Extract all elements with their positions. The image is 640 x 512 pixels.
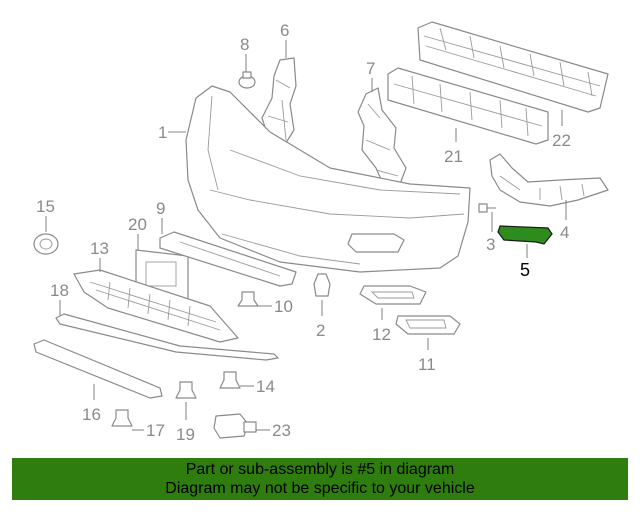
part-15-fog-cover[interactable] (33, 233, 59, 255)
callout-5[interactable]: 5 (520, 260, 530, 280)
callout-12[interactable]: 12 (372, 325, 391, 344)
exploded-parts-diagram: 1 2 3 4 5 6 7 8 9 10 11 12 13 14 15 16 1… (33, 21, 609, 444)
callout-17[interactable]: 17 (146, 421, 165, 440)
callout-4[interactable]: 4 (560, 223, 569, 242)
callout-13[interactable]: 13 (90, 239, 109, 258)
callout-18[interactable]: 18 (50, 281, 69, 300)
callout-leaders (45, 40, 567, 431)
banner-line-disclaimer: Diagram may not be specific to your vehi… (165, 480, 475, 497)
callout-14[interactable]: 14 (256, 377, 275, 396)
callout-10[interactable]: 10 (274, 297, 293, 316)
callout-6[interactable]: 6 (280, 21, 289, 40)
callout-20[interactable]: 20 (128, 215, 147, 234)
part-10-clip[interactable] (237, 291, 259, 307)
part-7-side-bracket[interactable] (357, 87, 407, 187)
part-9-under-cover[interactable] (159, 231, 297, 287)
part-18-lower-molding[interactable] (55, 313, 279, 361)
part-12-bezel[interactable] (359, 285, 427, 305)
part-22-reinforcement-beam[interactable] (417, 21, 609, 113)
callout-8[interactable]: 8 (240, 35, 249, 54)
callout-15[interactable]: 15 (36, 197, 55, 216)
part-21-absorber[interactable] (387, 67, 549, 145)
part-14-clip[interactable] (219, 371, 241, 389)
part-17-clip[interactable] (111, 409, 133, 427)
part-5-highlighted[interactable] (497, 225, 553, 245)
callout-22[interactable]: 22 (552, 131, 571, 150)
callout-1[interactable]: 1 (158, 123, 167, 142)
part-11-garnish[interactable] (395, 315, 461, 335)
part-23-sensor[interactable] (213, 413, 257, 439)
callout-3[interactable]: 3 (486, 235, 495, 254)
part-2-clip[interactable] (313, 273, 331, 297)
part-3-bolt[interactable] (478, 203, 496, 213)
part-6-bracket[interactable] (261, 57, 297, 147)
part-8-clip[interactable] (238, 71, 256, 89)
info-banner: Part or sub-assembly is #5 in diagram Di… (12, 458, 628, 500)
part-4-bracket[interactable] (489, 153, 609, 207)
callout-2[interactable]: 2 (316, 321, 325, 340)
part-19-clip[interactable] (175, 381, 197, 399)
part-13-lower-grille[interactable] (73, 269, 239, 343)
part-1-bumper-face[interactable] (185, 85, 471, 273)
callout-16[interactable]: 16 (82, 405, 101, 424)
callout-9[interactable]: 9 (156, 199, 165, 218)
callout-23[interactable]: 23 (272, 421, 291, 440)
callout-21[interactable]: 21 (444, 147, 463, 166)
callout-numbers: 1 2 3 4 5 6 7 8 9 10 11 12 13 14 15 16 1… (36, 21, 571, 444)
callout-19[interactable]: 19 (176, 425, 195, 444)
part-16-spoiler[interactable] (33, 339, 163, 399)
callout-7[interactable]: 7 (366, 59, 375, 78)
banner-line-part-number: Part or sub-assembly is #5 in diagram (185, 461, 455, 478)
callout-11[interactable]: 11 (418, 355, 436, 374)
